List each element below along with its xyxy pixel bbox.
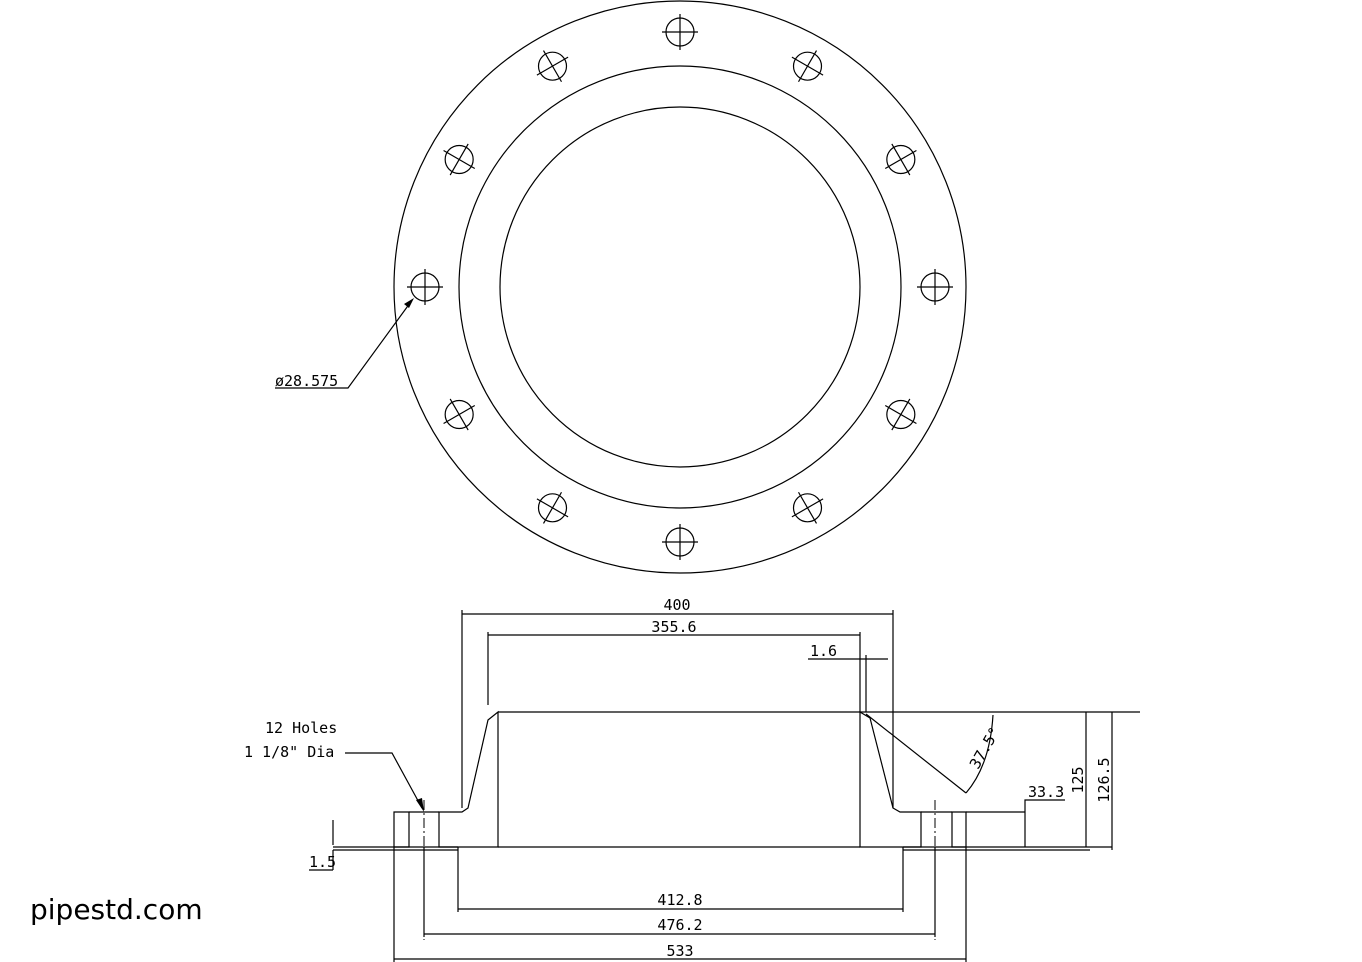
hole-centerline: [891, 143, 911, 176]
holes-callout-2: 1 1/8" Dia: [244, 743, 334, 761]
bolt-hole: [792, 51, 823, 81]
dim-33-3: 33.3: [1028, 783, 1064, 801]
section-hatch-right-outer: [951, 811, 967, 848]
section-hatch-left-hub: [438, 710, 499, 848]
plan-view: ø28.575: [275, 0, 967, 574]
hole-centerline: [891, 398, 911, 431]
bolt-hole: [444, 144, 474, 175]
section-hatch-right-hub: [859, 710, 922, 848]
hole-centerline: [449, 398, 469, 431]
dim-1-5: 1.5: [309, 853, 336, 871]
hole-dia-label: ø28.575: [275, 372, 338, 390]
bolt-hole: [537, 51, 568, 81]
hole-centerline: [791, 498, 824, 518]
bolt-hole: [537, 493, 568, 523]
dim-1-6: 1.6: [810, 642, 837, 660]
section-view: 400 355.6 1.6 412.8 476.2 533 125 126.5 …: [244, 596, 1140, 962]
dim-400: 400: [663, 596, 690, 614]
dim-355-6: 355.6: [651, 618, 696, 636]
dim-126-5: 126.5: [1095, 757, 1113, 802]
hole-centerline: [536, 498, 569, 518]
dim-533: 533: [666, 942, 693, 960]
bolt-holes: [407, 14, 953, 560]
hole-centerline: [791, 56, 824, 76]
bolt-hole: [444, 399, 474, 430]
holes-leader: [345, 752, 423, 809]
watermark: pipestd.com: [30, 893, 203, 926]
angle-arc: [965, 714, 994, 794]
dim-leader-33-3: [1024, 799, 1065, 812]
arrowhead: [416, 798, 424, 812]
bevel-line: [865, 713, 967, 794]
dim-37-5: 37.5°: [966, 724, 1004, 772]
hole-centerline: [449, 143, 469, 176]
bolt-hole: [792, 493, 823, 523]
dim-125: 125: [1069, 766, 1087, 793]
section-hatch-left-outer: [393, 811, 410, 848]
dim-476-2: 476.2: [657, 916, 702, 934]
bolt-hole: [886, 144, 916, 175]
bolt-hole: [886, 399, 916, 430]
bore-circle: [499, 106, 861, 468]
dim-412-8: 412.8: [657, 891, 702, 909]
hole-leader: [275, 302, 411, 389]
raised-face-circle: [458, 65, 902, 509]
outer-circle: [393, 0, 967, 574]
hole-centerline: [536, 56, 569, 76]
holes-callout-1: 12 Holes: [265, 719, 337, 737]
arrowhead: [404, 298, 414, 308]
